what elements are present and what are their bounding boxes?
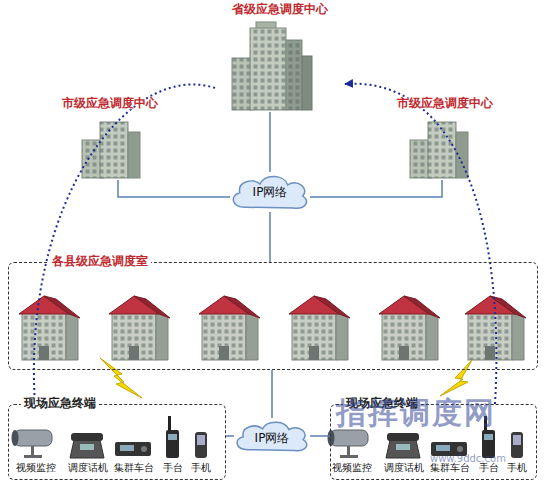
network-link — [118, 180, 230, 197]
device-label: 视频监控 — [324, 461, 380, 475]
device-node: 手台 — [159, 441, 187, 477]
network-link — [269, 112, 271, 172]
lightning-symbol — [100, 358, 142, 398]
device-node: 视频监控 — [330, 441, 374, 477]
lightning-symbol — [440, 360, 472, 396]
node-label: 各县级应急调度室 — [49, 254, 151, 268]
watermark: 指挥调度网 — [336, 406, 496, 420]
dotted-arrow — [34, 84, 215, 404]
building-node: 市级应急调度中心 — [50, 96, 170, 180]
county-building — [199, 296, 260, 360]
network-cloud: IP网络 — [228, 172, 312, 212]
device-label: 调度话机 — [60, 461, 116, 475]
terminal-group: 现场应急终端视频监控调度话机集群车台手台手机 — [8, 404, 226, 480]
building-node: 市级应急调度中心 — [385, 96, 505, 180]
county-building — [289, 296, 350, 360]
device-node: 集群车台 — [112, 441, 156, 477]
network-link — [271, 370, 273, 418]
node-label: 现场应急终端 — [21, 396, 99, 410]
device-label: 集群车台 — [106, 461, 162, 475]
dotted-arrow — [345, 84, 496, 404]
device-icons — [12, 416, 208, 458]
node-label: 市级应急调度中心 — [385, 96, 505, 110]
watermark: www.9ddc.com — [430, 452, 506, 466]
network-link — [310, 180, 442, 197]
node-label: 省级应急调度中心 — [215, 2, 345, 16]
node-label: 市级应急调度中心 — [50, 96, 170, 110]
city-building — [82, 122, 140, 178]
device-icons — [328, 416, 524, 458]
city-building — [410, 122, 468, 178]
device-node: 视频监控 — [14, 441, 58, 477]
county-building — [109, 296, 170, 360]
network-label: IP网络 — [232, 431, 312, 445]
device-label: 视频监控 — [8, 461, 64, 475]
building-node: 省级应急调度中心 — [215, 2, 345, 112]
device-node: 手机 — [187, 441, 215, 477]
province-building — [232, 22, 312, 110]
device-node: 调度话机 — [66, 441, 110, 477]
network-link — [310, 435, 330, 437]
county-band: 各县级应急调度室 — [8, 262, 538, 370]
device-node: 手机 — [503, 441, 531, 477]
network-link — [269, 212, 271, 262]
device-label: 手台 — [153, 461, 193, 475]
device-label: 手机 — [181, 461, 221, 475]
device-node: 调度话机 — [382, 441, 426, 477]
county-building — [379, 296, 440, 360]
device-label: 调度话机 — [376, 461, 432, 475]
county-building — [19, 296, 80, 360]
network-cloud: IP网络 — [232, 418, 312, 454]
network-link — [226, 435, 234, 437]
network-label: IP网络 — [228, 185, 312, 199]
